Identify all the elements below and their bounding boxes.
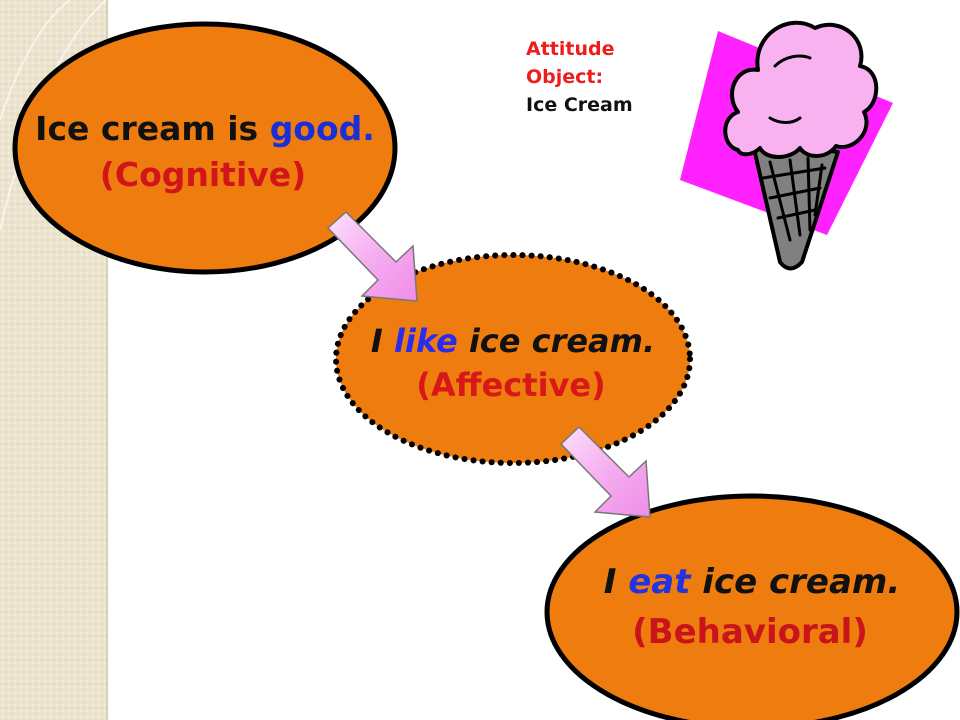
background-curve <box>0 0 71 121</box>
node-cognitive-prefix: Ice cream is <box>35 109 270 148</box>
node-cognitive-emphasis: good. <box>270 109 375 148</box>
arrow-down-right-icon <box>559 425 651 518</box>
node-affective-statement: I like ice cream. <box>371 322 655 360</box>
node-affective-shape <box>333 252 693 466</box>
node-cognitive: Ice cream is good. (Cognitive) <box>12 21 398 275</box>
node-affective-suffix: ice cream. <box>458 322 655 360</box>
attitude-heading-line2: Object: <box>526 66 604 88</box>
node-behavioral-shape <box>544 493 960 720</box>
node-behavioral-prefix: I <box>604 562 629 602</box>
node-affective: I like ice cream. (Affective) <box>333 252 693 466</box>
ice-cream-cone-icon <box>680 20 893 271</box>
clipart-scoop <box>723 20 879 159</box>
node-affective-subtitle: (Affective) <box>416 366 605 404</box>
attitude-object-label: Attitude Object: Ice Cream <box>526 35 633 119</box>
attitude-heading-line1: Attitude <box>526 38 615 60</box>
node-affective-emphasis: like <box>394 322 458 360</box>
node-behavioral-suffix: ice cream. <box>690 562 900 602</box>
node-behavioral: I eat ice cream. (Behavioral) <box>544 493 960 720</box>
node-cognitive-subtitle: (Cognitive) <box>100 155 306 194</box>
node-cognitive-shape <box>12 21 398 275</box>
node-affective-prefix: I <box>371 322 394 360</box>
node-behavioral-statement: I eat ice cream. <box>604 562 901 602</box>
node-cognitive-statement: Ice cream is good. <box>35 109 375 148</box>
node-behavioral-subtitle: (Behavioral) <box>632 612 868 652</box>
node-behavioral-emphasis: eat <box>628 562 692 602</box>
clipart-cone <box>750 138 840 271</box>
arrow-down-right-icon <box>326 210 418 302</box>
attitude-object-value: Ice Cream <box>526 94 633 116</box>
